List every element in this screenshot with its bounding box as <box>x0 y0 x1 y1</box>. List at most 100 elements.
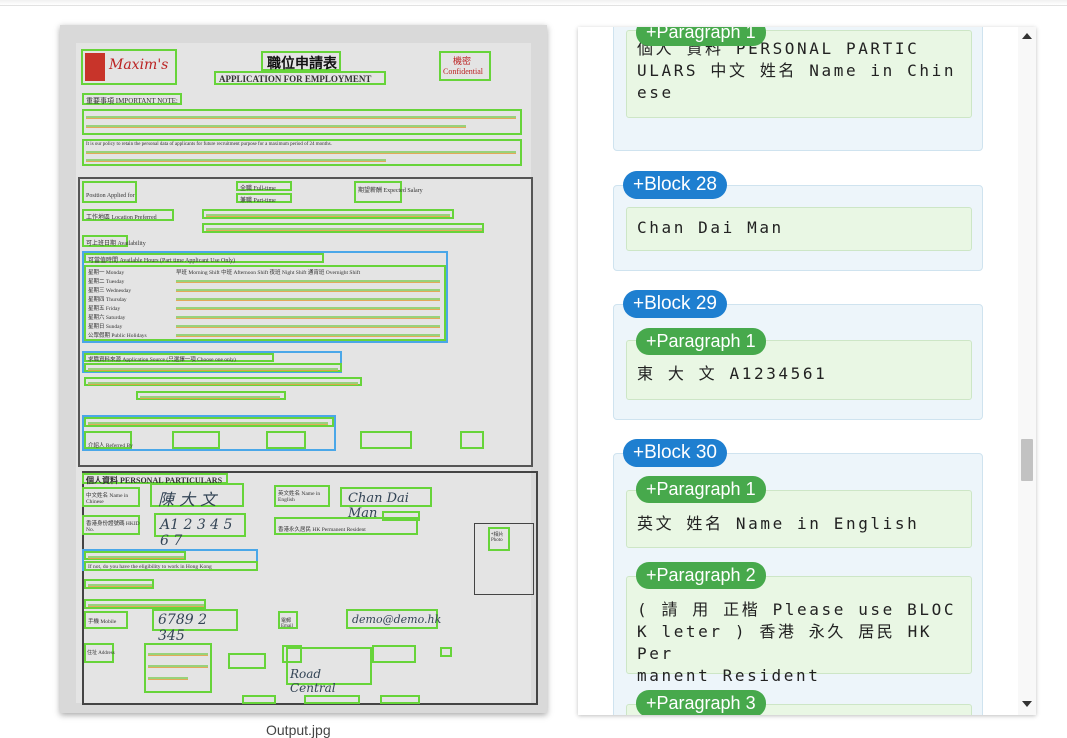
scroll-up-arrow-icon[interactable] <box>1022 33 1032 39</box>
eligibility-label: If not, do you have the eligibility to w… <box>88 564 212 570</box>
address-box: 住址 Address <box>84 643 115 663</box>
paragraph-tag-button[interactable]: +Paragraph 1 <box>636 476 766 503</box>
day-public-holidays: 公眾假期 Public Holidays <box>88 333 147 339</box>
street-label-box <box>282 645 302 663</box>
application-section <box>78 177 533 467</box>
source-options-3 <box>136 391 286 400</box>
confidential-zh: 機密 <box>453 56 472 66</box>
available-hours-title-box: 可當值時間 Available Hours (Part time Applica… <box>84 253 324 264</box>
paragraph-tag-button[interactable]: +Paragraph 2 <box>636 562 766 589</box>
district-hk-box <box>242 695 276 704</box>
name-zh-value-box: 陳 大 文 <box>150 483 244 509</box>
mobile-label: 手機 Mobile <box>88 619 117 625</box>
position-box: Position Applied for <box>82 181 137 203</box>
block-tag-button[interactable]: +Block 28 <box>623 171 727 199</box>
referral-title-box <box>84 417 334 427</box>
eligibility-zh-box <box>84 551 186 560</box>
email-value: demo@demo.hk <box>352 613 442 626</box>
specify-box <box>84 579 154 589</box>
salary-label: 期望薪酬 Expected Salary <box>358 188 423 194</box>
title-zh-box: 職位申請表 <box>261 51 341 72</box>
hkid-value: A1 2 3 4 5 6 7 <box>160 517 233 549</box>
paragraph-text: 英文 姓名 Name in English <box>637 514 920 533</box>
paragraph: Chan Dai Man <box>626 207 972 251</box>
position-label: Position Applied for <box>86 193 135 199</box>
work-unit-box <box>360 431 412 449</box>
mobile-box: 手機 Mobile <box>84 611 128 629</box>
part-time-option: 兼職 Part-time <box>240 198 276 204</box>
hk-resident-box: 香港永久居民 HK Permanent Resident <box>274 517 418 535</box>
ocr-results-panel[interactable]: 個人 資料 PERSONAL PARTIC ULARS 中文 姓名 Name i… <box>578 27 1036 715</box>
paragraph-tag-button[interactable]: +Paragraph 1 <box>636 27 766 46</box>
day-thursday: 星期四 Thursday <box>88 297 127 303</box>
results-scroll-area[interactable]: 個人 資料 PERSONAL PARTIC ULARS 中文 姓名 Name i… <box>578 27 1018 715</box>
photo-frame <box>474 523 534 595</box>
full-time-option: 全職 Full-time <box>240 186 276 192</box>
day-tuesday: 星期二 Tuesday <box>88 279 125 285</box>
block-tag-button[interactable]: +Block 29 <box>623 290 727 318</box>
hk-resident-label: 香港永久居民 HK Permanent Resident <box>278 527 366 533</box>
photo-box: *相片 Photo <box>488 527 510 551</box>
scanned-form: Maxim's 職位申請表 APPLICATION FOR EMPLOYMENT… <box>76 43 538 705</box>
hkid-value-box: A1 2 3 4 5 6 7 <box>154 513 246 549</box>
paragraph-tag-button[interactable]: +Paragraph 1 <box>636 328 766 355</box>
location-options-2 <box>202 223 484 233</box>
street-value: Road Central <box>290 667 336 695</box>
photo-label: *相片 Photo <box>491 533 504 543</box>
paragraph-text: Chan Dai Man <box>637 218 784 237</box>
referred-by-label: 介紹人 Referred By <box>88 443 133 449</box>
output-caption: Output.jpg <box>266 722 331 738</box>
name-en-label: 英文姓名 Name in English <box>278 491 321 503</box>
panel-scrollbar[interactable] <box>1018 27 1036 715</box>
flat-floor-box <box>144 643 212 693</box>
relationship-box <box>266 431 306 449</box>
paragraph-line: ese <box>637 83 674 102</box>
availability-label: 可上班日期 Availability <box>86 241 146 247</box>
day-saturday: 星期六 Saturday <box>88 315 126 321</box>
paragraph-tag-button[interactable]: +Paragraph 3 <box>636 690 766 715</box>
source-options-2 <box>84 377 362 386</box>
address-label: 住址 Address <box>87 651 115 656</box>
contact-method-box <box>84 599 206 609</box>
availability-box: 可上班日期 Availability <box>82 235 146 247</box>
form-title-zh: 職位申請表 <box>267 57 337 72</box>
scroll-down-arrow-icon[interactable] <box>1022 701 1032 707</box>
position-ref-box <box>460 431 484 449</box>
street-value-box: Road Central <box>286 647 372 695</box>
scrollbar-thumb[interactable] <box>1021 439 1033 481</box>
mobile-value-box: 6789 2 345 <box>152 609 238 644</box>
available-hours-box <box>82 251 448 343</box>
notice-en-box: It is our policy to retain the personal … <box>82 139 522 166</box>
block-28: Chan Dai Man <box>613 185 983 271</box>
confidential-box: 機密 Confidential <box>439 51 491 81</box>
source-title: 求職資料來源 Application Source (只選擇一項 Choose … <box>88 357 236 363</box>
paragraph: 個人 資料 PERSONAL PARTIC ULARS 中文 姓名 Name i… <box>626 30 972 118</box>
hkid-box: 香港身份證號碼 HKID No. <box>82 515 140 535</box>
available-hours-title: 可當值時間 Available Hours (Part time Applica… <box>88 258 236 264</box>
paragraph-text: ( 請 用 正楷 Please use BLOC K leter ) 香港 永久… <box>637 599 963 687</box>
salary-box: 期望薪酬 Expected Salary <box>354 181 423 203</box>
form-title-en: APPLICATION FOR EMPLOYMENT <box>219 74 372 84</box>
block-27: 個人 資料 PERSONAL PARTIC ULARS 中文 姓名 Name i… <box>613 27 983 151</box>
logo-box: Maxim's <box>81 49 177 85</box>
location-label: 工作地區 Location Preferred <box>86 215 157 221</box>
paragraph: 東 大 文 A1234561 <box>626 340 972 400</box>
source-title-box: 求職資料來源 Application Source (只選擇一項 Choose … <box>84 353 274 363</box>
title-en-box: APPLICATION FOR EMPLOYMENT <box>214 71 386 85</box>
paragraph-text: 東 大 文 A1234561 <box>637 364 828 383</box>
name-zh-label: 中文姓名 Name in Chinese <box>86 493 129 505</box>
notice-zh-box <box>82 109 522 135</box>
paragraph-line: K leter ) 香港 永久 居民 HK Per <box>637 622 933 663</box>
district-kowloon-box <box>304 695 360 704</box>
referred-by-box: 介紹人 Referred By <box>84 431 133 449</box>
paragraph-line: ULARS 中文 姓名 Name in Chin <box>637 61 957 80</box>
day-sunday: 星期日 Sunday <box>88 324 123 330</box>
paragraph <box>626 704 972 715</box>
day-wednesday: 星期三 Wednesday <box>88 288 132 294</box>
personal-section <box>82 471 538 705</box>
block-tag-button[interactable]: +Block 30 <box>623 439 727 467</box>
logo-text: Maxim's <box>109 57 169 73</box>
name-en-value-box: Chan Dai Man <box>340 487 432 521</box>
document-image: Maxim's 職位申請表 APPLICATION FOR EMPLOYMENT… <box>60 25 547 713</box>
name-en-box: 英文姓名 Name in English <box>274 485 330 507</box>
